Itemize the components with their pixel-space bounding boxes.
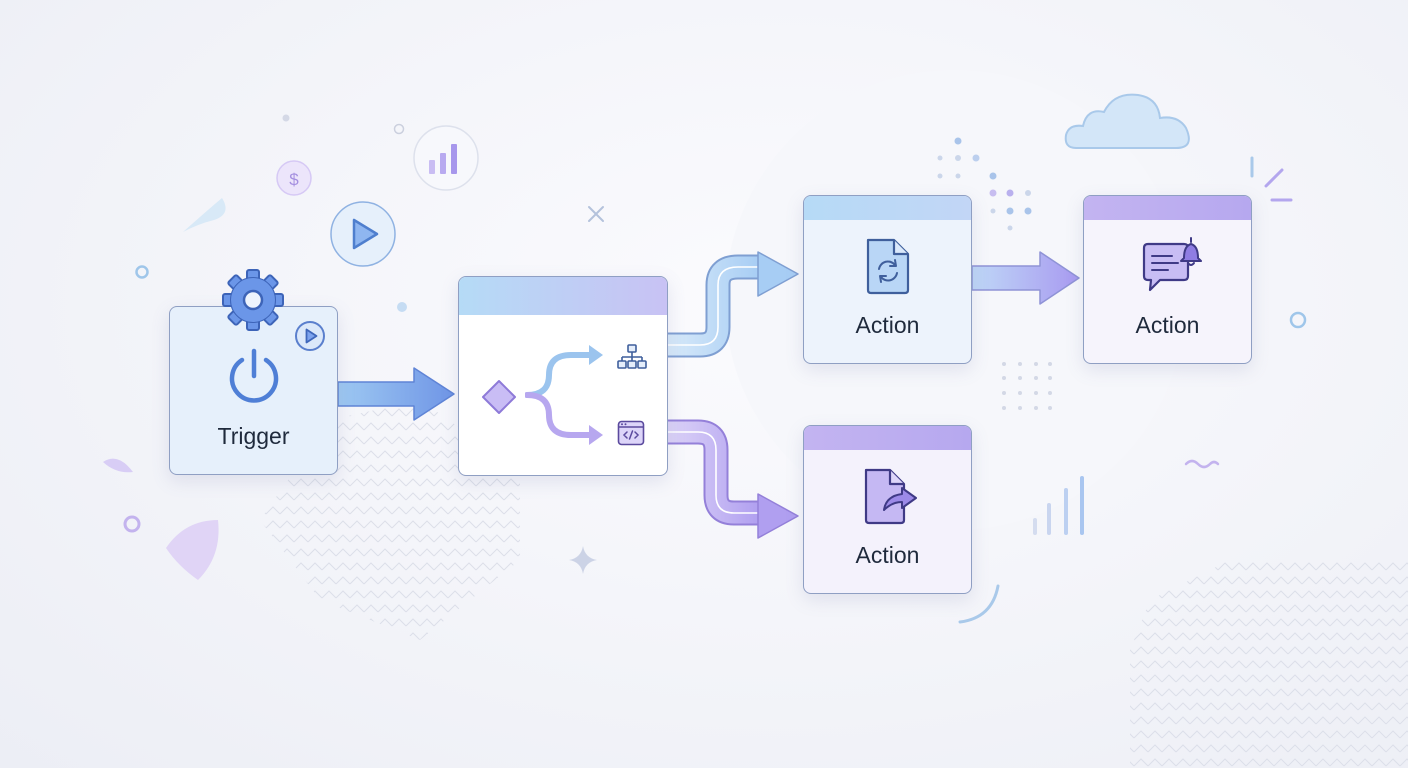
connector-action-to-action [971,251,1080,305]
action-node-1[interactable]: Action [803,195,972,364]
trigger-label: Trigger [217,423,290,449]
branch-arrows-icon [525,345,603,445]
dollar-icon: $ [276,160,312,196]
ring-decoration [1289,311,1307,329]
gear-icon[interactable] [219,266,287,334]
play-circle-icon [330,201,396,267]
dot-grid-decoration [1002,362,1052,410]
bar-chart-icon [413,125,479,191]
dot-decoration [397,302,407,312]
close-mark-decoration [588,206,604,222]
action-label: Action [1135,312,1200,338]
hatch-pattern-right [1130,560,1408,768]
squiggle-decoration [1184,459,1220,469]
signal-lines-decoration [1250,156,1293,202]
node-header-bar [1084,196,1251,220]
connector-router-to-action-top [668,251,799,358]
dot-grid-decoration [937,137,1032,231]
swoosh-decoration [183,198,226,232]
leaf-icon [103,458,133,473]
power-icon[interactable] [225,346,283,406]
diamond-icon [482,380,516,414]
leaf-icon [166,520,219,580]
action-label: Action [855,542,920,568]
cloud-icon [1064,93,1190,149]
arc-decoration [958,584,1000,624]
svg-text:$: $ [289,170,299,189]
sparkle-icon [569,546,597,574]
action-label: Action [855,312,920,338]
node-header-bar [804,426,971,450]
document-refresh-icon [866,238,910,295]
dot-decoration [282,114,290,122]
document-share-icon [864,468,917,525]
bar-chart-decoration [1033,476,1084,535]
action-node-3[interactable]: Action [803,425,972,594]
connector-trigger-to-router [337,367,455,421]
chat-bell-icon [1142,237,1202,292]
ring-decoration [393,123,405,135]
node-header-bar [459,277,667,315]
play-icon[interactable] [294,320,326,352]
connector-router-to-action-bottom [668,419,799,539]
code-window-icon [617,420,645,446]
router-node[interactable] [458,276,668,476]
action-node-2[interactable]: Action [1083,195,1252,364]
hierarchy-icon [617,344,647,369]
ring-decoration [135,265,149,279]
ring-decoration [123,515,141,533]
node-header-bar [804,196,971,220]
trigger-node[interactable]: Trigger [169,306,338,475]
